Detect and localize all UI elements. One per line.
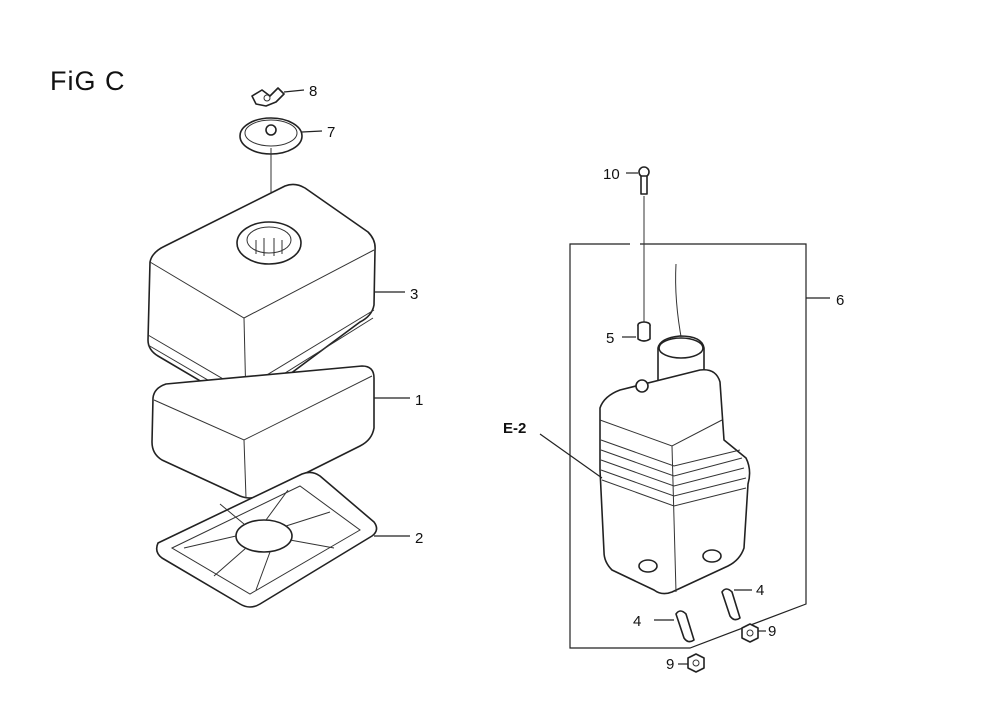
figure-title: FiG C — [50, 66, 126, 96]
nut-part-right — [741, 623, 759, 643]
callout-8: 8 — [309, 83, 317, 100]
leader-e2 — [539, 433, 603, 479]
air-cleaner-cover-part — [147, 183, 376, 405]
leader-7 — [301, 130, 323, 133]
nut-part-left — [687, 653, 705, 673]
tube-part-left — [675, 610, 695, 643]
air-cleaner-base-part — [599, 263, 751, 595]
filter-element-part — [151, 365, 375, 499]
callout-9b: 9 — [666, 656, 674, 673]
callout-9a: 9 — [768, 623, 776, 640]
group-6-bracket — [569, 243, 807, 649]
callout-10: 10 — [603, 166, 620, 183]
callout-e2: E-2 — [503, 420, 526, 437]
tube-part-right — [721, 588, 741, 621]
callout-5: 5 — [606, 330, 614, 347]
callout-7: 7 — [327, 124, 335, 141]
callout-3: 3 — [410, 286, 418, 303]
callout-6: 6 — [836, 292, 844, 309]
collar-part — [637, 321, 651, 342]
bolt-part — [638, 166, 650, 195]
washer-part — [239, 117, 303, 155]
wing-nut-part — [251, 87, 285, 107]
leader-8 — [283, 89, 305, 93]
base-grid-part — [155, 471, 378, 608]
callout-4a: 4 — [756, 582, 764, 599]
callout-4b: 4 — [633, 613, 641, 630]
callout-1: 1 — [415, 392, 423, 409]
callout-2: 2 — [415, 530, 423, 547]
